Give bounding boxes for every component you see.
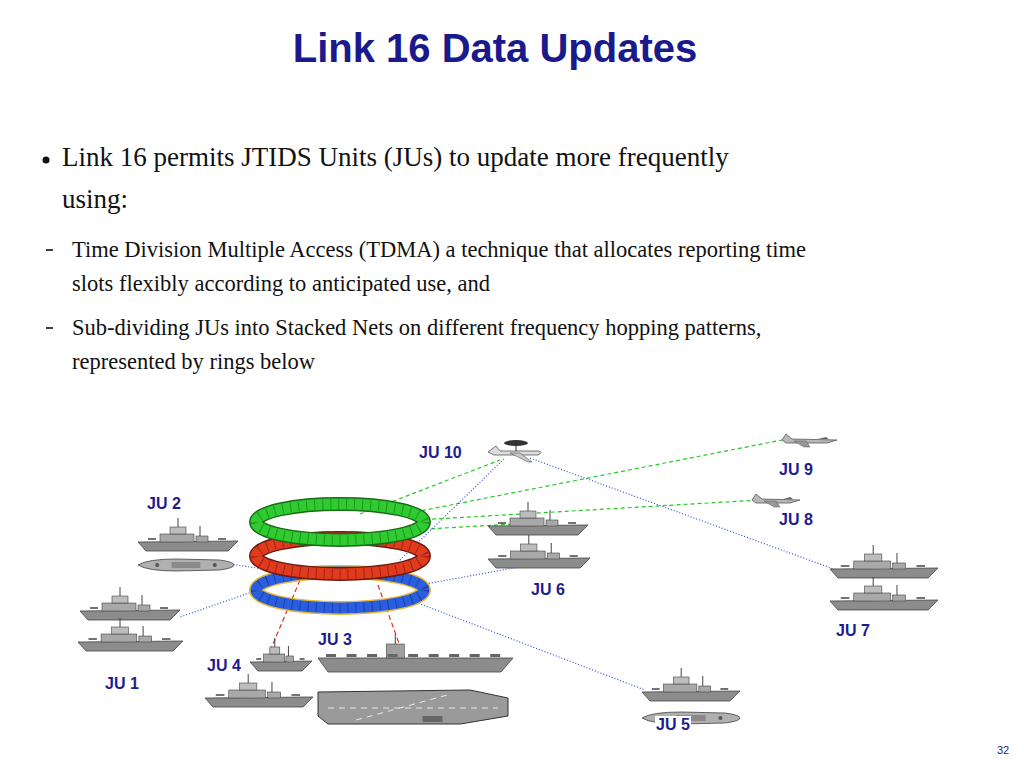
ship-side xyxy=(488,535,590,568)
unit-label: JU 1 xyxy=(104,675,140,693)
ship-side xyxy=(488,502,588,535)
ship-side xyxy=(250,638,312,671)
sub-bullet-text: Sub-dividing JUs into Stacked Nets on di… xyxy=(72,311,847,379)
unit-label: JU 9 xyxy=(778,461,814,479)
unit-label: JU 2 xyxy=(146,495,182,513)
page-number: 32 xyxy=(997,744,1009,756)
net-link xyxy=(415,440,782,512)
net-ring xyxy=(256,504,424,540)
sub-bullet-dash xyxy=(46,249,53,251)
sub-bullet-text: Time Division Multiple Access (TDMA) a t… xyxy=(72,233,842,301)
unit-label: JU 8 xyxy=(778,511,814,529)
fighter xyxy=(782,434,837,447)
net-link xyxy=(180,590,258,617)
slide-title: Link 16 Data Updates xyxy=(0,26,1020,71)
unit-label: JU 3 xyxy=(317,631,353,649)
ship-side xyxy=(78,618,183,651)
bullet-dot xyxy=(43,157,50,164)
unit-label: JU 4 xyxy=(206,657,242,675)
ship-side xyxy=(205,674,313,707)
ship-top xyxy=(138,559,234,571)
sub-bullet-dash xyxy=(46,327,53,329)
stacked-net-rings xyxy=(256,504,424,608)
net-links xyxy=(180,440,850,690)
ship-side xyxy=(830,577,938,610)
aircraft xyxy=(488,434,837,507)
ship-side xyxy=(80,587,180,620)
awacs xyxy=(488,440,541,462)
fighter xyxy=(752,494,800,507)
unit-label: JU 5 xyxy=(655,716,691,734)
net-link xyxy=(530,458,850,575)
net-link xyxy=(418,500,760,520)
ships xyxy=(78,502,938,724)
bullet-text: Link 16 permits JTIDS Units (JUs) to upd… xyxy=(62,136,782,220)
unit-label: JU 7 xyxy=(835,622,871,640)
net-link xyxy=(410,600,645,690)
ship-side xyxy=(642,668,740,701)
carrier-top xyxy=(318,690,508,724)
unit-label: JU 6 xyxy=(530,581,566,599)
ship-side xyxy=(138,518,238,551)
unit-label: JU 10 xyxy=(418,444,463,462)
bullet-marks xyxy=(43,157,54,329)
ship-side xyxy=(830,545,938,578)
